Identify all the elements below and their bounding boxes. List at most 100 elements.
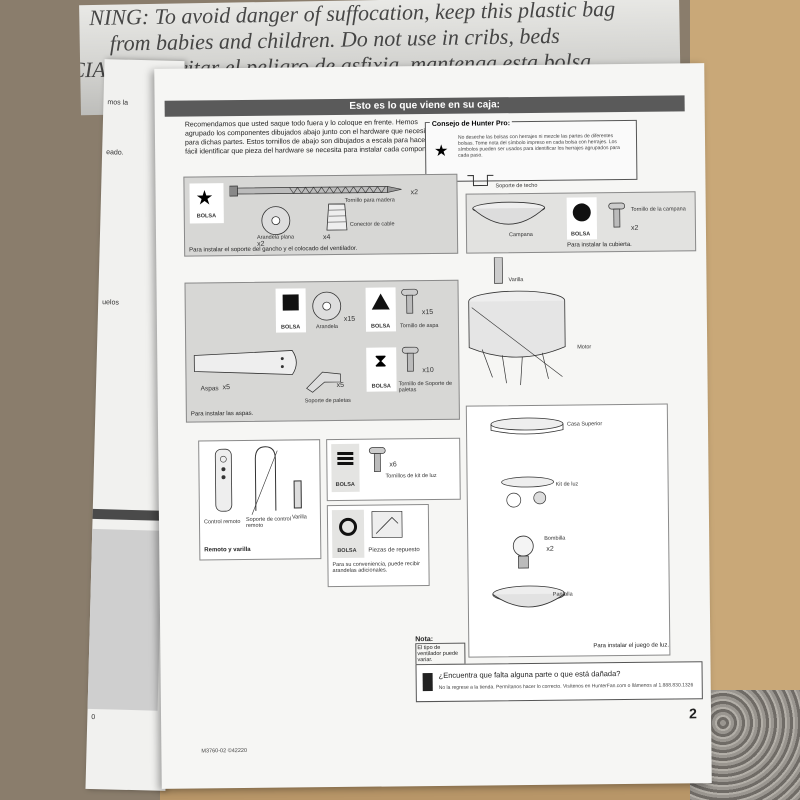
- panel-canopy: Campana BOLSA Tornillo de la campana x2 …: [465, 191, 697, 254]
- bag-card: BOLSA: [365, 287, 397, 332]
- motor-label: Motor: [577, 344, 592, 351]
- bracket-screw-label: Tornillo de Soporte de paletas: [398, 380, 453, 394]
- left-page-text: uelos: [102, 299, 120, 307]
- left-page-grey-box: [87, 528, 163, 711]
- blade-bracket-qty: x5: [336, 381, 345, 390]
- blade-screw-label: Tornillo de aspa: [399, 322, 439, 330]
- light-screw-drawing: [368, 447, 386, 472]
- bag-card: BOLSA: [275, 288, 307, 333]
- spare-parts-drawing: [371, 510, 403, 538]
- bag-card: ★ BOLSA: [189, 183, 224, 224]
- square-icon: [282, 294, 299, 311]
- remote-label: Control remoto: [203, 519, 241, 526]
- bag-card: BOLSA: [331, 509, 365, 559]
- note-box: Nota: El tipo de ventilador puede variar…: [415, 636, 466, 666]
- star-icon: ★: [434, 142, 449, 160]
- wood-screw-label: Tornillo para madera: [344, 197, 395, 204]
- missing-sub: No la regrese a la tienda. Permítanos ha…: [438, 682, 694, 691]
- panel-remote: Control remoto Soporte de control remoto…: [198, 439, 322, 561]
- ceiling-bracket-drawing: [467, 174, 494, 187]
- housing-label: Casa Superior: [566, 421, 603, 428]
- missing-parts-box: ¿Encuentra que falta alguna parte o que …: [415, 661, 703, 703]
- bag-label: BOLSA: [335, 481, 355, 489]
- stripes-icon: [337, 451, 354, 467]
- panel-light-kit: Casa Superior Kit de luz Bombilla x2 Pan…: [465, 403, 671, 658]
- bag-card: ⧗ BOLSA: [366, 347, 397, 392]
- motor-drawing: [468, 290, 566, 386]
- downrod-label: Varilla: [508, 277, 524, 284]
- bulb-qty: x2: [546, 545, 554, 553]
- bag-label: BOLSA: [370, 323, 391, 330]
- shade-label: Pantalla: [552, 591, 573, 598]
- canopy-screw-qty: x2: [630, 224, 639, 232]
- panel-footer: Para instalar el soporte del gancho y el…: [189, 245, 358, 254]
- blades-label: Aspas: [200, 385, 219, 393]
- panel-mounting-hardware: ★ BOLSA Tornillo para madera x2 Arandela…: [183, 173, 459, 257]
- remote-holder-drawing: [251, 446, 278, 515]
- panel-footer: Remoto y varilla: [204, 546, 251, 554]
- canopy-screw-label: Tornillo de la campana: [630, 206, 686, 213]
- left-page-bar: [92, 508, 163, 521]
- connector-label: Conector de cable: [349, 221, 395, 228]
- panel-blades: BOLSA Arandela x15 BOLSA Tornillo de asp…: [184, 279, 460, 423]
- bag-label: BOLSA: [196, 213, 217, 220]
- wood-screw-drawing: [229, 185, 402, 197]
- panel-footer: Para instalar las aspas.: [190, 410, 254, 418]
- panel-footer: Para instalar la cubierta.: [567, 241, 632, 249]
- wand-drawing: [293, 480, 302, 509]
- wire-connector-drawing: [326, 203, 348, 231]
- ceiling-bracket-label: Soporte de techo: [495, 182, 538, 190]
- panel-footer: Para instalar el juego de luz.: [593, 642, 670, 650]
- light-screw-label: Tornillos de kit de luz: [385, 472, 437, 480]
- canopy-drawing: [472, 201, 546, 225]
- holder-label: Soporte de control remoto: [245, 516, 291, 529]
- panel-spare-parts: BOLSA Piezas de repuesto Para su conveni…: [326, 504, 430, 588]
- wood-screw-qty: x2: [410, 189, 418, 197]
- blade-drawing: [193, 350, 297, 375]
- bag-label: BOLSA: [280, 324, 301, 331]
- star-icon: ★: [195, 187, 214, 210]
- canopy-label: Campana: [508, 231, 533, 239]
- bag-label: BOLSA: [371, 383, 391, 390]
- bag-label: BOLSA: [570, 231, 591, 238]
- left-page-text: 0: [91, 713, 96, 722]
- washer-qty: x15: [343, 315, 356, 323]
- tip-body: No deseche las bolsas con herrajes ni me…: [457, 133, 620, 159]
- spare-footer: Para su conveniencia, puede recibir aran…: [332, 561, 420, 575]
- bag-label: BOLSA: [337, 547, 357, 555]
- blades-qty: x5: [222, 384, 231, 392]
- bracket-screw-drawing: [401, 346, 419, 372]
- light-kit-label: Kit de luz: [555, 481, 579, 488]
- left-page-text: mos la: [107, 99, 129, 107]
- instruction-page: Esto es lo que viene en su caja: Recomen…: [154, 63, 712, 789]
- pro-tip-box: Consejo de Hunter Pro: ★ No deseche las …: [424, 119, 638, 183]
- bulb-label: Bombilla: [544, 535, 566, 542]
- ring-icon: [338, 517, 358, 536]
- document-code: M3760-02 ©42220: [201, 747, 248, 755]
- blade-screw-qty: x15: [421, 308, 434, 317]
- canopy-screw-drawing: [608, 202, 626, 228]
- panel-light-screws: BOLSA x6 Tornillos de kit de luz: [326, 437, 461, 502]
- bracket-screw-qty: x10: [422, 366, 434, 375]
- bulb-drawing: [512, 535, 534, 569]
- blade-bracket-drawing: [306, 371, 341, 393]
- missing-question: ¿Encuentra que falta alguna parte o que …: [438, 669, 621, 680]
- hourglass-icon: ⧗: [374, 350, 388, 371]
- intro-text: Recomendamos que usted saque todo fuera …: [184, 119, 443, 156]
- page-number: 2: [688, 705, 697, 722]
- note-body: El tipo de ventilador puede variar.: [415, 642, 466, 666]
- remote-control-drawing: [214, 448, 233, 512]
- spare-parts-label: Piezas de repuesto: [368, 547, 420, 554]
- blade-screw-drawing: [401, 288, 418, 314]
- light-screw-qty: x6: [389, 461, 397, 469]
- warning-icon: [422, 673, 433, 692]
- tip-title: Consejo de Hunter Pro:: [429, 120, 513, 129]
- light-kit-drawing: [501, 476, 554, 508]
- upper-housing-drawing: [490, 417, 564, 435]
- bag-card: BOLSA: [331, 443, 360, 493]
- page-header: Esto es lo que viene en su caja:: [164, 95, 685, 117]
- blade-bracket-label: Soporte de paletas: [304, 397, 351, 405]
- left-page-text: eado.: [106, 149, 124, 157]
- bag-card: BOLSA: [566, 197, 598, 240]
